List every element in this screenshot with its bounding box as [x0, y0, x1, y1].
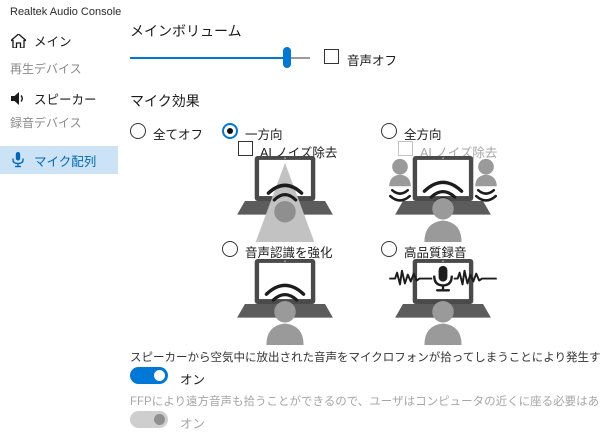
ai-noise-checkbox[interactable]	[238, 141, 253, 156]
sidebar-item-main[interactable]: メイン	[0, 27, 118, 54]
home-icon	[10, 33, 26, 49]
radio-unidirectional[interactable]	[222, 123, 238, 139]
sidebar-section-recording: 録音デバイス	[10, 116, 82, 130]
unidirectional-graphic	[231, 156, 339, 242]
mute-checkbox-label: 音声オフ	[347, 54, 398, 68]
speech-enhance-graphic	[231, 259, 339, 345]
radio-unidirectional-label: 一方向	[245, 128, 283, 142]
radio-omnidirectional[interactable]	[381, 123, 397, 139]
radio-speech-enhance-label: 音声認識を強化	[245, 246, 333, 260]
aec-description: スピーカーから空気中に放出された音声をマイクロフォンが拾ってしまうことにより発生…	[130, 352, 600, 364]
radio-omnidirectional-label: 全方向	[404, 128, 442, 142]
aec-toggle-label: オン	[180, 373, 206, 387]
radio-hq-record-label: 高品質録音	[404, 246, 467, 260]
aec-toggle-knob	[154, 370, 165, 381]
omnidirectional-graphic	[389, 156, 497, 242]
mic-effects-heading: マイク効果	[130, 93, 200, 109]
sidebar-item-label: スピーカー	[34, 93, 97, 107]
sidebar-item-mic-array[interactable]: マイク配列	[0, 146, 118, 174]
volume-slider-thumb[interactable]	[283, 47, 291, 68]
sidebar-item-speakers[interactable]: スピーカー	[0, 85, 118, 112]
sidebar-section-playback: 再生デバイス	[10, 62, 82, 76]
ffp-toggle-label: オン	[180, 417, 206, 431]
ffp-toggle	[130, 411, 168, 428]
ffp-description: FFPにより遠方音声も拾うことができるので、ユーザはコンピュータの近くに座る必要…	[130, 396, 600, 408]
radio-all-off-label: 全てオフ	[153, 128, 204, 142]
mute-checkbox[interactable]	[324, 49, 339, 64]
radio-speech-enhance[interactable]	[222, 241, 238, 257]
radio-hq-record[interactable]	[381, 241, 397, 257]
volume-slider-track[interactable]	[130, 48, 310, 68]
app-title: Realtek Audio Console	[10, 6, 122, 18]
aec-toggle[interactable]	[130, 367, 168, 384]
ffp-toggle-knob	[154, 414, 165, 425]
sidebar: Realtek Audio Console メイン 再生デバイス スピーカー 録…	[0, 0, 122, 442]
microphone-icon	[10, 152, 26, 168]
ai-noise-checkbox-disabled	[398, 141, 413, 156]
main-volume-heading: メインボリューム	[130, 23, 242, 39]
radio-all-off[interactable]	[130, 123, 146, 139]
speaker-icon	[10, 91, 26, 107]
sidebar-item-label: マイク配列	[34, 154, 97, 169]
hq-record-graphic	[389, 259, 497, 345]
sidebar-item-label: メイン	[34, 35, 72, 49]
